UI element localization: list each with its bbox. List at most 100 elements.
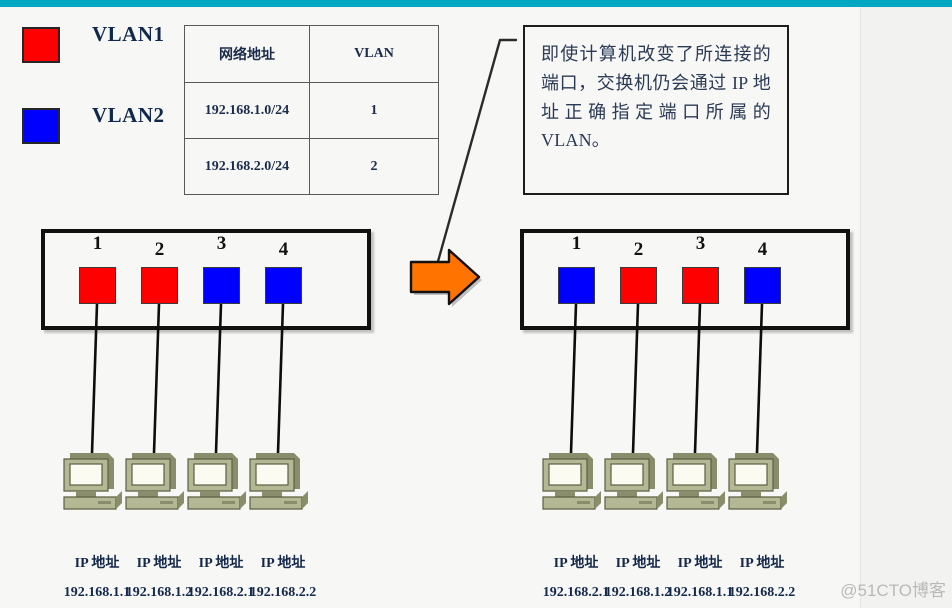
pc-case-top [126,491,184,509]
ip-title-after-2: IP 地址 [615,556,661,571]
pc-monitor-stand [138,491,158,497]
pc-screen [69,463,103,486]
port-number-before-3: 3 [216,233,227,254]
cell-network: 192.168.1.0/24 [184,82,310,139]
pc-screen [610,463,644,486]
port-before-3[interactable] [203,267,240,304]
port-number-after-2: 2 [633,239,644,260]
pc-screen [734,463,768,486]
vlan-mapping-table: 网络地址 VLAN 192.168.1.0/24 1 192.168.2.0/2… [184,25,439,195]
callout-leader-line [435,38,518,267]
pc-monitor-back [194,453,238,489]
pc-case [604,496,658,510]
ip-address-after-2: 192.168.1.2 [604,585,672,600]
pc-case-top [250,491,308,509]
ip-address-before-2: 192.168.1.2 [125,585,193,600]
pc-case-side [178,491,184,509]
port-number-before-2: 2 [154,239,165,260]
pc-monitor-stand [741,491,761,497]
pc-case-slot [222,501,235,504]
pc-icon-after-1 [542,453,601,510]
ip-address-before-3: 192.168.2.1 [187,585,255,600]
pc-case-side [595,491,601,509]
port-number-before-4: 4 [278,239,289,260]
port-number-after-4: 4 [757,239,768,260]
port-before-1[interactable] [79,267,116,304]
pc-monitor-stand [200,491,220,497]
pc-monitor-back [735,453,779,489]
pc-case [728,496,782,510]
pc-monitor-back [549,453,593,489]
pc-monitor-stand [617,491,637,497]
accent-bar-top [0,0,952,7]
ip-title-before-2: IP 地址 [136,556,182,571]
legend-label-vlan2: VLAN2 [92,103,165,127]
pc-icon-after-3 [666,453,725,510]
pc-case-slot [284,501,297,504]
ip-title-before-1: IP 地址 [74,556,120,571]
legend-label-vlan1: VLAN1 [92,22,165,46]
ip-address-before-1: 192.168.1.1 [63,585,131,600]
pc-case-top [64,491,122,509]
callout-text: 即使计算机改变了所连接的端口，交换机仍会通过 IP 地址正确指定端口所属的 VL… [541,44,771,151]
port-number-after-3: 3 [695,233,706,254]
ip-address-after-1: 192.168.2.1 [542,585,610,600]
ip-address-after-4: 192.168.2.2 [728,585,796,600]
pc-monitor-stand [76,491,96,497]
pc-monitor-frame [187,458,233,492]
port-after-2[interactable] [620,267,657,304]
legend-swatch-vlan2 [22,108,60,144]
pc-monitor-frame [125,458,171,492]
pc-monitor-frame [542,458,588,492]
callout-box: 即使计算机改变了所连接的端口，交换机仍会通过 IP 地址正确指定端口所属的 VL… [523,25,789,195]
table-header-row: 网络地址 VLAN [184,25,439,83]
port-after-3[interactable] [682,267,719,304]
pc-monitor-frame [63,458,109,492]
pc-screen [255,463,289,486]
pc-case [63,496,117,510]
pc-case-slot [160,501,173,504]
pc-case-side [657,491,663,509]
pc-case-slot [639,501,652,504]
pc-icon-before-2 [125,453,184,510]
port-before-2[interactable] [141,267,178,304]
table-header-vlan: VLAN [309,25,439,83]
pc-case-top [188,491,246,509]
pc-icon-after-2 [604,453,663,510]
pc-monitor-back [70,453,114,489]
pc-monitor-back [673,453,717,489]
transition-arrow-shadow [414,253,482,307]
pc-case-side [781,491,787,509]
cell-vlan: 1 [309,82,439,139]
pc-case-top [667,491,725,509]
pc-monitor-stand [262,491,282,497]
pc-screen [193,463,227,486]
port-after-1[interactable] [558,267,595,304]
pc-case [125,496,179,510]
pc-case [542,496,596,510]
pc-monitor-stand [679,491,699,497]
ip-title-after-3: IP 地址 [677,556,723,571]
transition-arrow [409,248,481,306]
table-row: 192.168.2.0/24 2 [184,138,439,195]
pc-case-slot [763,501,776,504]
ip-title-before-4: IP 地址 [260,556,306,571]
pc-case-top [729,491,787,509]
pc-icon-before-1 [63,453,122,510]
pc-icon-before-4 [249,453,308,510]
pc-screen [548,463,582,486]
pc-case-slot [577,501,590,504]
pc-monitor-frame [249,458,295,492]
pc-monitor-back [132,453,176,489]
cell-vlan: 2 [309,138,439,195]
pc-monitor-stand [555,491,575,497]
pc-case [249,496,303,510]
port-after-4[interactable] [744,267,781,304]
pc-monitor-back [256,453,300,489]
ip-address-after-3: 192.168.1.1 [666,585,734,600]
ip-title-after-1: IP 地址 [553,556,599,571]
port-before-4[interactable] [265,267,302,304]
pc-screen [672,463,706,486]
pc-case-slot [98,501,111,504]
